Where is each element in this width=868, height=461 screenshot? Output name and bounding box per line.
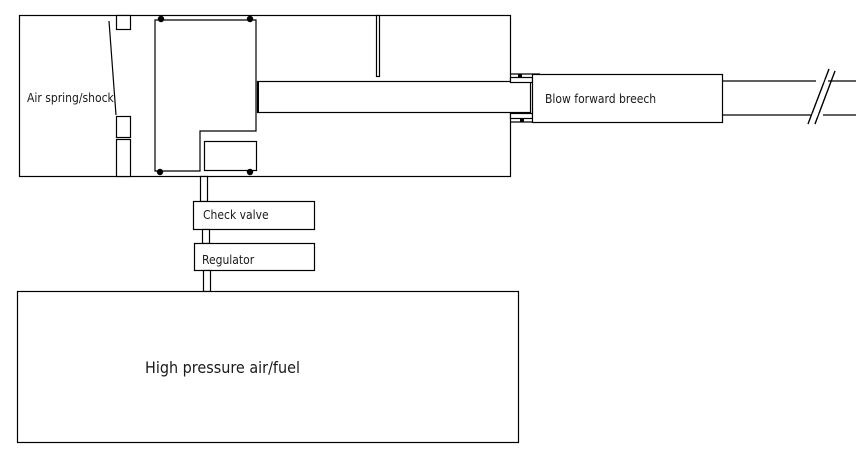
reservoir-label: High pressure air/fuel xyxy=(145,358,300,377)
air-spring-label: Air spring/shock xyxy=(27,91,115,105)
air-spring-divider xyxy=(108,20,117,116)
guide-block-bottom xyxy=(115,138,132,178)
pivot-pin-top-left xyxy=(157,15,165,23)
seal-pin-bottom xyxy=(520,118,524,122)
stop-rod xyxy=(375,14,381,78)
break-gap-bottom xyxy=(811,113,823,117)
pivot-pin-top-right xyxy=(246,15,254,23)
supply-pipe-middle xyxy=(201,228,211,245)
supply-pipe-lower xyxy=(202,269,212,293)
piston-rod xyxy=(256,80,532,114)
guide-block-middle xyxy=(115,115,132,139)
check-valve-box xyxy=(192,200,316,231)
break-mark-2-over xyxy=(814,70,836,125)
seal-bottom xyxy=(509,112,534,120)
pivot-pin-bottom-left xyxy=(156,168,164,176)
regulator-box xyxy=(193,242,316,272)
pivot-pin-bottom-right xyxy=(246,168,254,176)
break-mark-1-over xyxy=(807,68,830,125)
breech-label: Blow forward breech xyxy=(545,92,656,106)
bolt-frame xyxy=(154,19,257,172)
supply-pipe-upper xyxy=(199,175,209,203)
check-valve-label: Check valve xyxy=(203,208,269,222)
regulator-label: Regulator xyxy=(202,253,255,267)
break-gap-top xyxy=(816,79,828,83)
seal-top xyxy=(509,76,534,84)
breech-box xyxy=(531,73,724,124)
seal-pin-top xyxy=(518,74,522,78)
reservoir-box xyxy=(16,290,520,444)
bolt-inner-block xyxy=(203,140,258,172)
guide-block-top xyxy=(115,14,132,31)
